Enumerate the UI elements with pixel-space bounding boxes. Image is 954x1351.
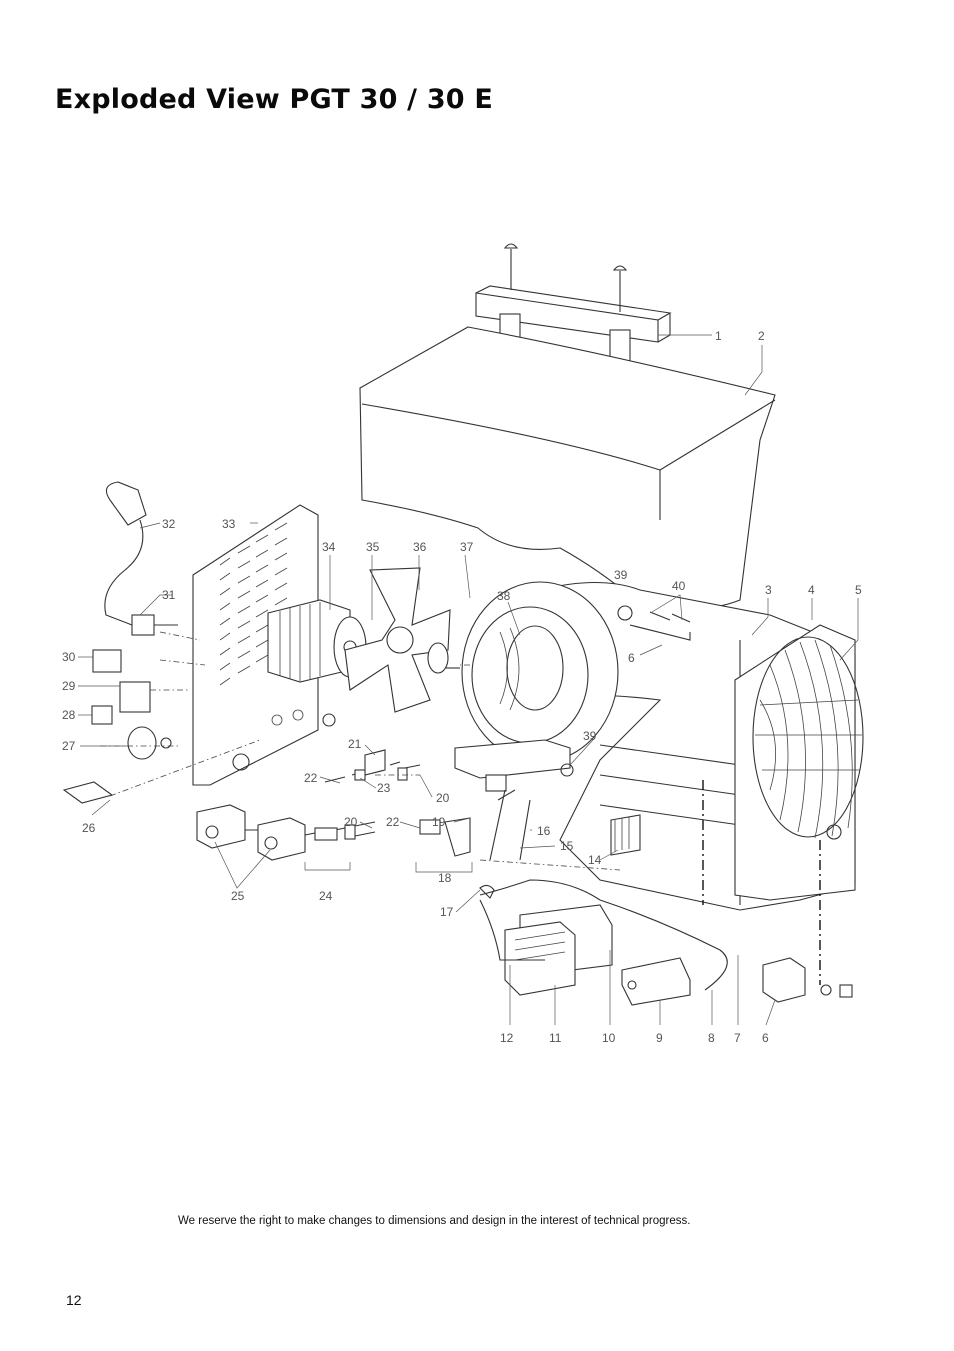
part-label: 8 [708, 1031, 715, 1045]
part-label: 6 [762, 1031, 769, 1045]
part-label: 23 [377, 781, 391, 795]
page-number: 12 [66, 1292, 82, 1308]
front-grille [734, 624, 864, 901]
part-label: 29 [62, 679, 76, 693]
part-label: 14 [588, 853, 602, 867]
part-label: 2 [758, 329, 765, 343]
part-label: 21 [348, 737, 362, 751]
part-label: 37 [460, 540, 474, 554]
part-label: 22 [386, 815, 400, 829]
part-label: 32 [162, 517, 176, 531]
part-label: 38 [497, 589, 511, 603]
part-label: 3 [765, 583, 772, 597]
part-label: 34 [322, 540, 336, 554]
part-label: 40 [672, 579, 686, 593]
fuel-fittings [324, 749, 471, 857]
part-label: 35 [366, 540, 380, 554]
page-title: Exploded View PGT 30 / 30 E [55, 84, 494, 115]
part-label: 30 [62, 650, 76, 664]
part-label: 7 [734, 1031, 741, 1045]
burner-assembly [454, 739, 574, 861]
rear-grille-panel [192, 504, 336, 786]
part-label: 4 [808, 583, 815, 597]
part-label: 15 [560, 839, 574, 853]
part-label: 1 [715, 329, 722, 343]
part-labels: 1 2 3 4 5 6 6 7 8 9 10 11 12 14 15 16 17… [62, 329, 862, 1045]
part-label: 25 [231, 889, 245, 903]
hood-cover [359, 326, 776, 610]
part-label: 19 [432, 815, 446, 829]
part-label: 22 [304, 771, 318, 785]
part-label: 20 [344, 815, 358, 829]
part-label: 17 [440, 905, 454, 919]
part-label: 20 [436, 791, 450, 805]
leader-lines [78, 334, 859, 1026]
fan-hub [427, 642, 460, 674]
footer-disclaimer: We reserve the right to make changes to … [178, 1215, 691, 1227]
part-label: 36 [413, 540, 427, 554]
part-label: 16 [537, 824, 551, 838]
electrical-components [62, 481, 178, 804]
combustion-chamber [461, 581, 619, 763]
solenoid-valves [196, 804, 376, 861]
part-label: 39 [614, 568, 628, 582]
assembly-axis-lines [100, 631, 821, 985]
part-label: 10 [602, 1031, 616, 1045]
part-label: 6 [628, 651, 635, 665]
part-label: 28 [62, 708, 76, 722]
part-label: 39 [583, 729, 597, 743]
part-label: 33 [222, 517, 236, 531]
part-label: 12 [500, 1031, 514, 1045]
part-label: 31 [162, 588, 176, 602]
part-label: 24 [319, 889, 333, 903]
part-label: 27 [62, 739, 76, 753]
part-label: 26 [82, 821, 96, 835]
part-label: 18 [438, 871, 452, 885]
part-label: 9 [656, 1031, 663, 1045]
part-label: 5 [855, 583, 862, 597]
lower-assemblies [479, 814, 853, 1006]
part-label: 11 [549, 1031, 562, 1045]
